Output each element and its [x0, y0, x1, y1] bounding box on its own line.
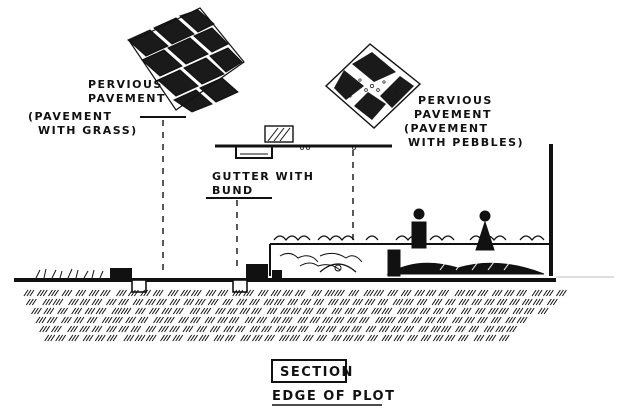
section-title: SECTION	[280, 365, 354, 380]
label-pervious-grass-line1: PERVIOUS	[88, 78, 163, 91]
label-gutter-line2: BUND	[212, 184, 254, 197]
gutter-inset	[215, 125, 392, 159]
section-subtitle: EDGE OF PLOT	[272, 389, 395, 404]
label-pervious-grass: PERVIOUS PAVEMENT (PAVEMENT WITH GRASS)	[28, 78, 166, 137]
label-pervious-pebbles-line3: (PAVEMENT	[404, 122, 489, 135]
landscape-bed	[269, 208, 552, 277]
label-pervious-grass-line3: (PAVEMENT	[28, 110, 113, 123]
soil-hatching	[23, 289, 567, 342]
pebble-paver-detail	[324, 43, 422, 129]
label-gutter-line1: GUTTER WITH	[212, 170, 314, 183]
label-pervious-pebbles-line2: PAVEMENT	[414, 108, 492, 121]
grass-paver-detail	[127, 7, 245, 113]
label-pervious-pebbles-line1: PERVIOUS	[418, 94, 493, 107]
paving-blocks	[110, 264, 282, 280]
section-title-block: SECTION EDGE OF PLOT	[271, 359, 395, 406]
grass-tufts	[35, 268, 104, 279]
label-pervious-grass-line2: PAVEMENT	[88, 92, 166, 105]
leader-lines	[140, 116, 354, 276]
label-pervious-pebbles: PERVIOUS PAVEMENT (PAVEMENT WITH PEBBLES…	[404, 94, 524, 149]
label-gutter: GUTTER WITH BUND	[212, 170, 314, 197]
label-pervious-grass-line4: WITH GRASS)	[38, 124, 138, 137]
label-pervious-pebbles-line4: WITH PEBBLES)	[408, 136, 524, 149]
